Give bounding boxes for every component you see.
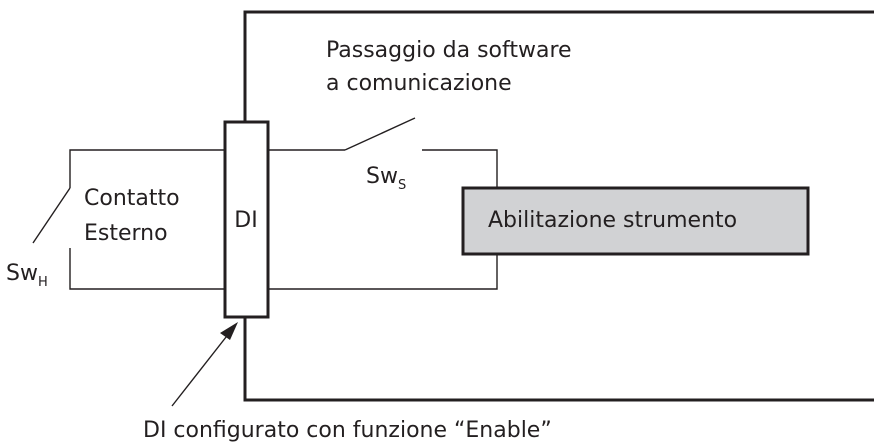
di-pointer-arrow-shaft <box>171 331 231 407</box>
hardware-switch-subscript: H <box>38 275 48 290</box>
di-caption: DI configurato con funzione “Enable” <box>143 418 552 443</box>
enable-block <box>461 186 810 256</box>
external-contact-line2: Esterno <box>84 221 168 246</box>
external-loop-top-wire <box>69 149 225 188</box>
software-loop-bottom-wire <box>268 255 498 290</box>
instrument-enclosure <box>243 10 874 402</box>
software-switch-name: Sw <box>366 164 398 189</box>
software-switch-caption-line2: a comunicazione <box>326 71 512 96</box>
software-switch-label: SwS <box>366 164 406 193</box>
hardware-switch-name: Sw <box>6 261 38 286</box>
hardware-switch-blade <box>32 187 71 244</box>
external-loop-bottom-wire <box>69 248 225 290</box>
external-contact-line1: Contatto <box>84 186 180 211</box>
software-switch-blade <box>344 117 416 151</box>
software-switch-subscript: S <box>398 178 406 193</box>
hardware-switch-label: SwH <box>6 261 48 290</box>
digital-input-block <box>223 120 270 319</box>
software-loop-right-wire <box>422 149 498 188</box>
enable-block-label: Abilitazione strumento <box>488 208 737 233</box>
digital-input-label: DI <box>234 208 257 233</box>
software-switch-caption-line1: Passaggio da software <box>326 38 572 63</box>
di-pointer-arrowhead <box>220 322 238 340</box>
